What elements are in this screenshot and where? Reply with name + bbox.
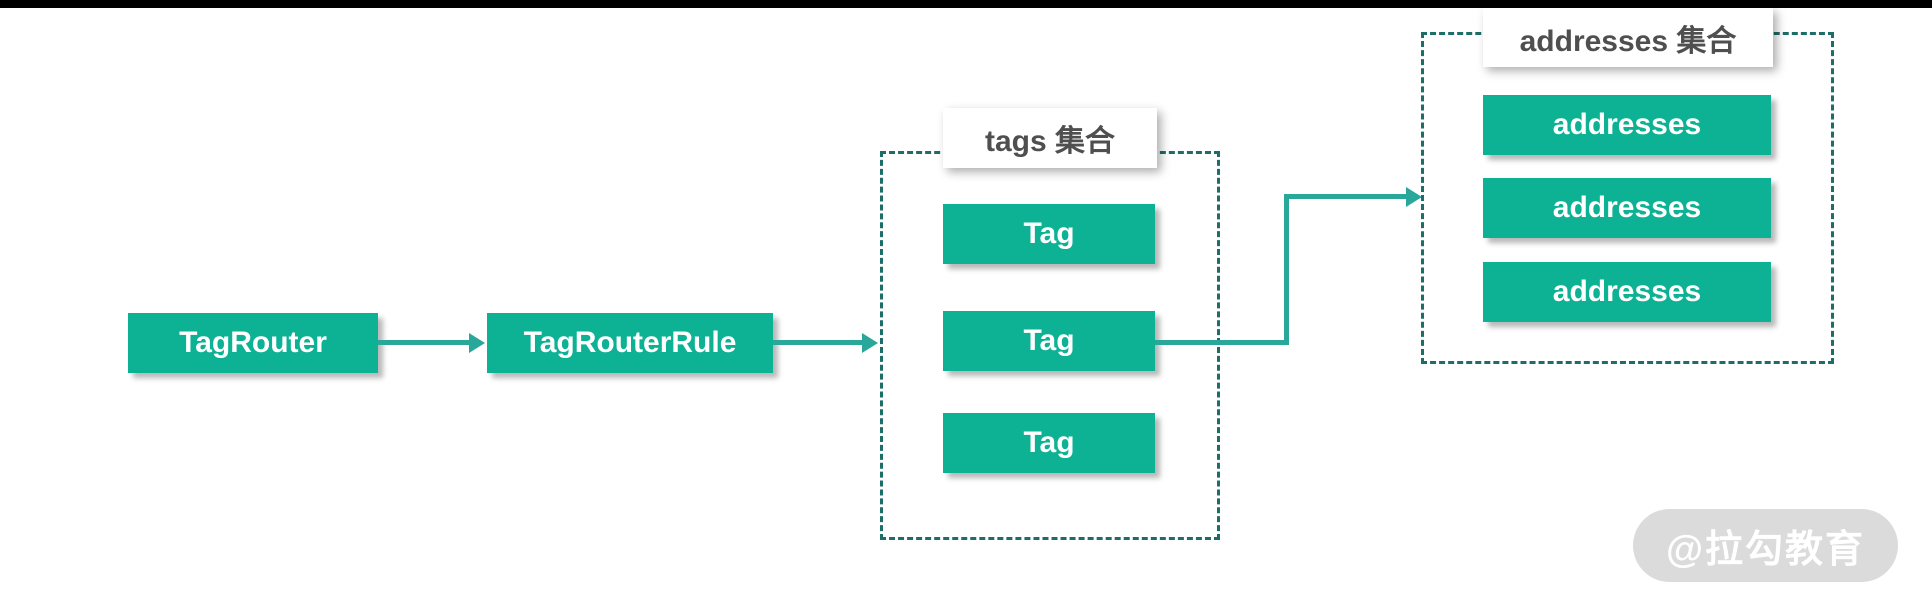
arrow-right-icon [862, 333, 878, 353]
arrow-right-icon [1406, 187, 1422, 207]
addresses-group-label: addresses 集合 [1483, 8, 1773, 67]
tags-group-label: tags 集合 [943, 108, 1157, 168]
tag-node-3: Tag [943, 413, 1155, 473]
tag-node-1: Tag [943, 204, 1155, 264]
top-black-bar [0, 0, 1932, 8]
tagrouterrule-node: TagRouterRule [487, 313, 773, 373]
arrow-rule-to-tags-shaft [773, 340, 862, 345]
tagrouter-node: TagRouter [128, 313, 378, 373]
tag-node-2: Tag [943, 311, 1155, 371]
elbow-connector-bottom-segment [1155, 340, 1287, 345]
addresses-node-1: addresses [1483, 95, 1771, 155]
lagou-watermark-badge: @拉勾教育 [1633, 509, 1898, 582]
addresses-node-3: addresses [1483, 262, 1771, 322]
elbow-connector-vertical-segment [1284, 194, 1289, 345]
arrow-tagrouter-to-rule-shaft [378, 340, 470, 345]
elbow-connector-top-segment [1284, 194, 1406, 199]
addresses-node-2: addresses [1483, 178, 1771, 238]
arrow-right-icon [469, 333, 485, 353]
